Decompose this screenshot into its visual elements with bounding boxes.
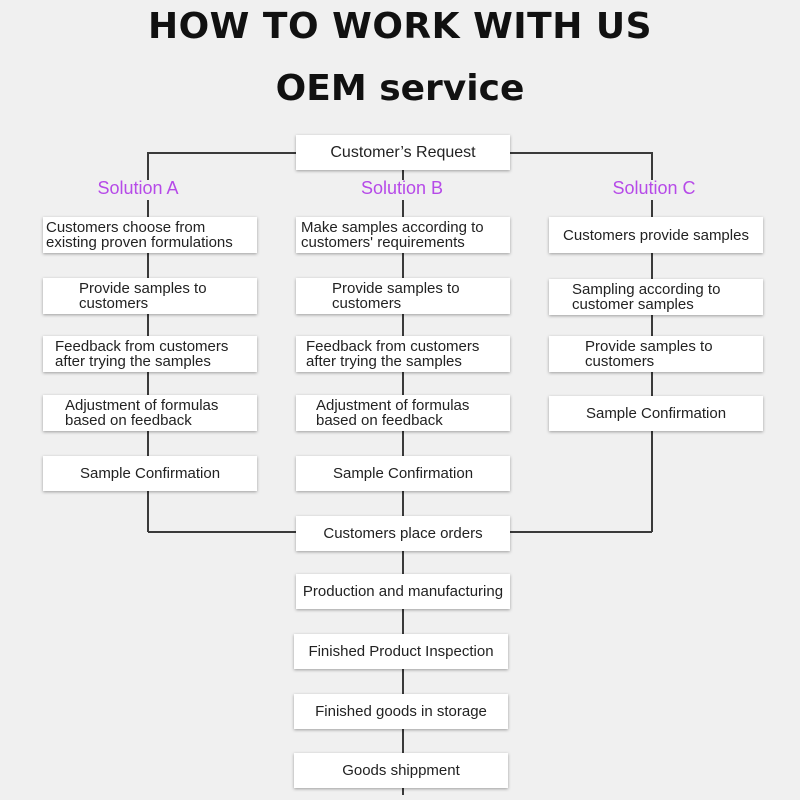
- solution-b-step: Adjustment of formulas based on feedback: [296, 395, 510, 431]
- solution-b-step: Provide samples to customers: [296, 278, 510, 314]
- connector-top-right: [510, 152, 653, 180]
- page-subtitle: OEM service: [275, 68, 525, 109]
- step-place-orders: Customers place orders: [296, 516, 510, 551]
- page-title: HOW TO WORK WITH US: [147, 6, 653, 47]
- solution-b-step: Sample Confirmation: [296, 456, 510, 491]
- solution-a-label: Solution A: [97, 178, 179, 198]
- step-storage: Finished goods in storage: [294, 694, 508, 729]
- solution-b-step: Make samples according to customers' req…: [296, 217, 510, 253]
- step-customer-request: Customer’s Request: [296, 135, 510, 170]
- solution-c-label: Solution C: [612, 178, 696, 198]
- step-production: Production and manufacturing: [296, 574, 510, 609]
- connector-top-left: [147, 152, 296, 180]
- step-shipment: Goods shippment: [294, 753, 508, 788]
- solution-a-step: Customers choose from existing proven fo…: [43, 217, 257, 253]
- solution-b-step: Feedback from customers after trying the…: [296, 336, 510, 372]
- solution-c-step: Provide samples to customers: [549, 336, 763, 372]
- solution-c-step: Customers provide samples: [549, 217, 763, 253]
- solution-a-step: Feedback from customers after trying the…: [43, 336, 257, 372]
- solution-c-step: Sample Confirmation: [549, 396, 763, 431]
- step-inspection: Finished Product Inspection: [294, 634, 508, 669]
- solution-a-step: Provide samples to customers: [43, 278, 257, 314]
- solution-b-label: Solution B: [360, 178, 444, 198]
- solution-c-step: Sampling according to customer samples: [549, 279, 763, 315]
- solution-a-step: Sample Confirmation: [43, 456, 257, 491]
- solution-a-step: Adjustment of formulas based on feedback: [43, 395, 257, 431]
